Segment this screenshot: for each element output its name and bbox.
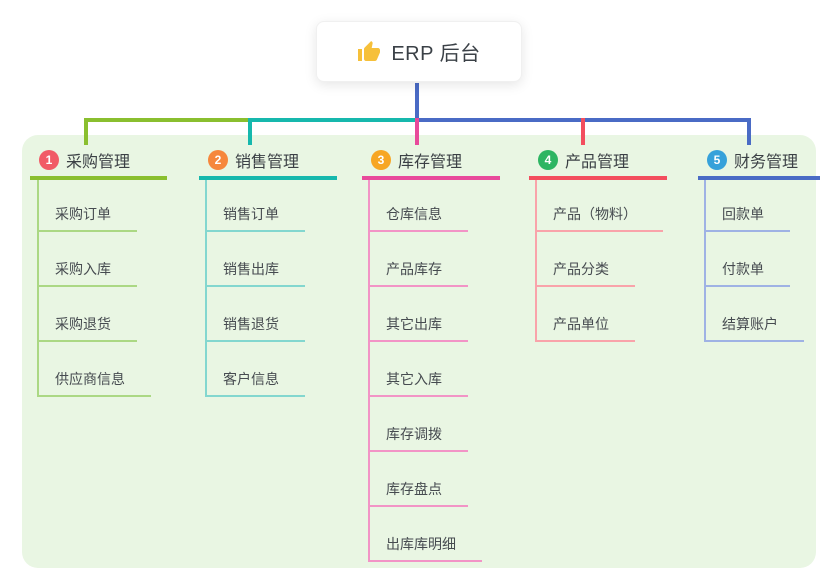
child-node[interactable]: 产品单位: [535, 314, 635, 342]
child-node[interactable]: 采购入库: [37, 259, 137, 287]
child-node[interactable]: 采购退货: [37, 314, 137, 342]
branch-number-badge: 5: [707, 150, 727, 170]
branch-label: 销售管理: [235, 154, 300, 171]
branch-node[interactable]: 2 销售管理: [199, 146, 337, 180]
thumbs-up-icon: [357, 40, 381, 64]
child-spine-line: [205, 180, 207, 397]
branch-drop-line: [415, 118, 419, 145]
child-node[interactable]: 库存调拨: [368, 424, 468, 452]
child-node[interactable]: 客户信息: [205, 369, 305, 397]
branch-node[interactable]: 5 财务管理: [698, 146, 820, 180]
root-label: ERP 后台: [391, 43, 481, 65]
branch-node[interactable]: 4 产品管理: [529, 146, 667, 180]
child-spine-line: [368, 180, 370, 562]
branch-label: 财务管理: [734, 154, 799, 171]
child-node[interactable]: 付款单: [704, 259, 790, 287]
child-node[interactable]: 结算账户: [704, 314, 804, 342]
branch-node[interactable]: 3 库存管理: [362, 146, 500, 180]
trunk-line: [248, 118, 419, 122]
child-node[interactable]: 销售订单: [205, 204, 305, 232]
root-node[interactable]: ERP 后台: [316, 21, 522, 82]
branch-label: 采购管理: [66, 154, 131, 171]
branch-label: 库存管理: [398, 154, 463, 171]
child-node[interactable]: 其它入库: [368, 369, 468, 397]
child-node[interactable]: 销售退货: [205, 314, 305, 342]
child-node[interactable]: 产品（物料）: [535, 204, 663, 232]
branch-number-badge: 1: [39, 150, 59, 170]
root-connector-line: [415, 83, 419, 118]
branch-drop-line: [747, 118, 751, 145]
child-node[interactable]: 库存盘点: [368, 479, 468, 507]
child-node[interactable]: 销售出库: [205, 259, 305, 287]
branch-node[interactable]: 1 采购管理: [30, 146, 167, 180]
child-spine-line: [704, 180, 706, 342]
branch-number-badge: 4: [538, 150, 558, 170]
child-node[interactable]: 其它出库: [368, 314, 468, 342]
branch-drop-line: [84, 118, 88, 145]
trunk-line: [84, 118, 252, 122]
branch-number-badge: 3: [371, 150, 391, 170]
branch-drop-line: [248, 118, 252, 145]
branches-panel: [22, 135, 816, 568]
branch-drop-line: [581, 118, 585, 145]
child-node[interactable]: 供应商信息: [37, 369, 151, 397]
child-node[interactable]: 产品库存: [368, 259, 468, 287]
child-spine-line: [535, 180, 537, 342]
child-node[interactable]: 出库库明细: [368, 534, 482, 562]
branch-label: 产品管理: [565, 154, 630, 171]
branch-number-badge: 2: [208, 150, 228, 170]
child-spine-line: [37, 180, 39, 397]
child-node[interactable]: 产品分类: [535, 259, 635, 287]
child-node[interactable]: 采购订单: [37, 204, 137, 232]
child-node[interactable]: 仓库信息: [368, 204, 468, 232]
child-node[interactable]: 回款单: [704, 204, 790, 232]
